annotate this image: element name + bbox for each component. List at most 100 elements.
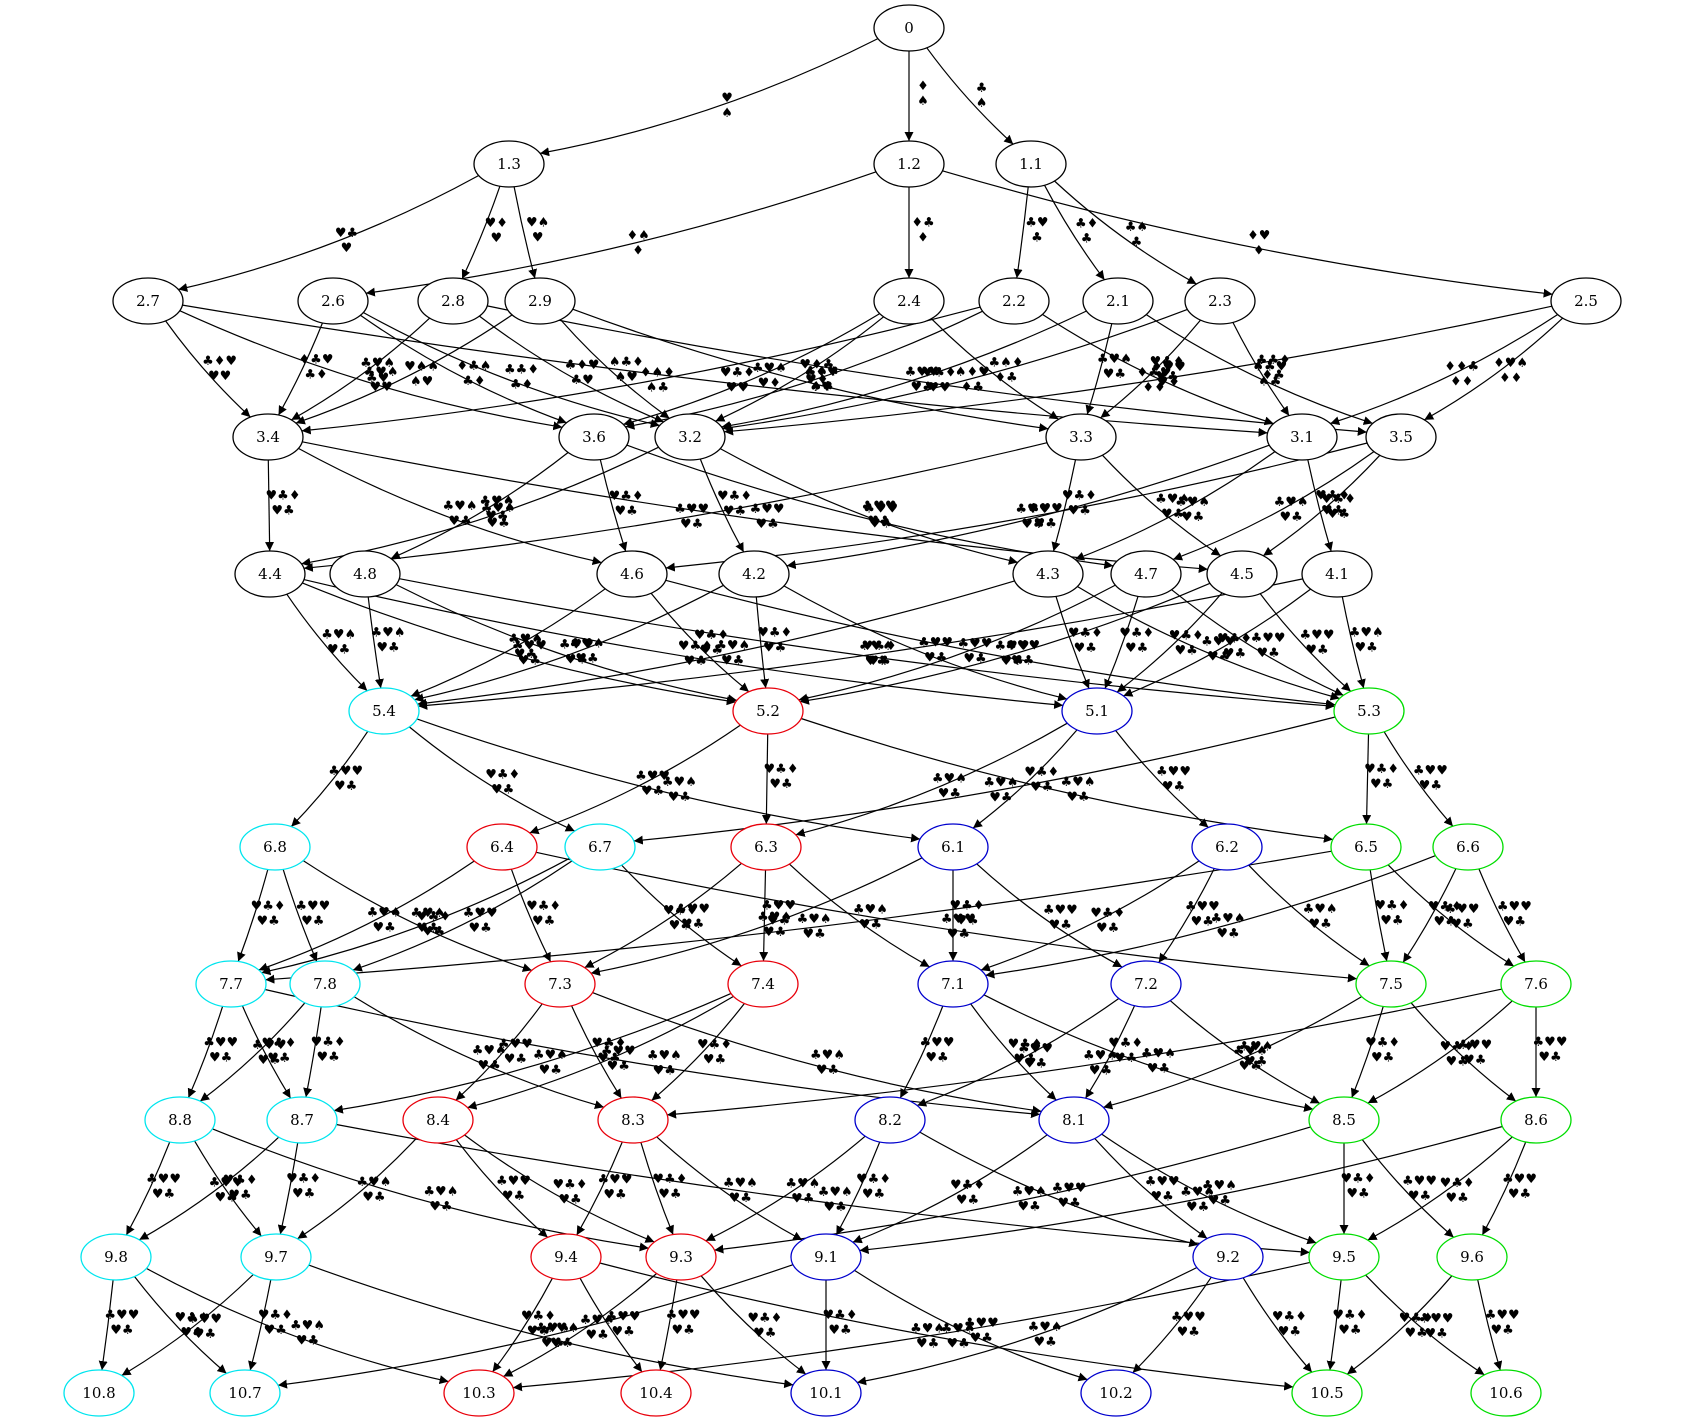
- node-8.8[interactable]: 8.8: [144, 1096, 216, 1144]
- node-3.6[interactable]: 3.6: [558, 413, 630, 461]
- node-6.5[interactable]: 6.5: [1330, 823, 1402, 871]
- edge-label-line: ♦: [917, 231, 929, 246]
- node-10.5[interactable]: 10.5: [1291, 1369, 1363, 1417]
- edge-label-line: ♣: [976, 81, 988, 96]
- node-7.1[interactable]: 7.1: [917, 960, 989, 1008]
- node-10.2[interactable]: 10.2: [1080, 1369, 1152, 1417]
- node-7.2[interactable]: 7.2: [1110, 960, 1182, 1008]
- edge-2.7-to-3.6: [179, 310, 563, 431]
- node-2.1[interactable]: 2.1: [1082, 277, 1154, 325]
- node-6.4[interactable]: 6.4: [466, 823, 538, 871]
- node-7.7[interactable]: 7.7: [195, 960, 267, 1008]
- node-4.3[interactable]: 4.3: [1012, 550, 1084, 598]
- node-3.4[interactable]: 3.4: [232, 413, 304, 461]
- node-0[interactable]: 0: [873, 4, 945, 52]
- node-4.2[interactable]: 4.2: [718, 550, 790, 598]
- node-1.3[interactable]: 1.3: [473, 140, 545, 188]
- node-2.2[interactable]: 2.2: [978, 277, 1050, 325]
- node-8.3[interactable]: 8.3: [597, 1096, 669, 1144]
- edge-label-line: ♥♣: [491, 782, 514, 797]
- node-9.3[interactable]: 9.3: [645, 1233, 717, 1281]
- node-3.5[interactable]: 3.5: [1365, 413, 1437, 461]
- node-2.5[interactable]: 2.5: [1550, 277, 1622, 325]
- node-4.5[interactable]: 4.5: [1206, 550, 1278, 598]
- node-3.1[interactable]: 3.1: [1266, 413, 1338, 461]
- edge-3.2-to-4.3: [719, 448, 1018, 565]
- node-5.2[interactable]: 5.2: [732, 687, 804, 735]
- node-10.6[interactable]: 10.6: [1470, 1369, 1542, 1417]
- node-5.3[interactable]: 5.3: [1333, 687, 1405, 735]
- node-7.3[interactable]: 7.3: [524, 960, 596, 1008]
- node-9.8[interactable]: 9.8: [80, 1233, 152, 1281]
- node-9.7[interactable]: 9.7: [240, 1233, 312, 1281]
- edge-2.6-to-3.6: [360, 314, 567, 424]
- node-1.1[interactable]: 1.1: [995, 140, 1067, 188]
- node-10.8[interactable]: 10.8: [63, 1369, 135, 1417]
- edge-label-line: ♥♣: [816, 1063, 839, 1078]
- edge-label-line: ♣♥♠: [1238, 1040, 1273, 1055]
- node-4.1[interactable]: 4.1: [1301, 550, 1373, 598]
- node-6.7[interactable]: 6.7: [564, 823, 636, 871]
- edge-label: ♣♥♠♥♣: [544, 1321, 579, 1351]
- node-6.8[interactable]: 6.8: [239, 823, 311, 871]
- edge-label-line: ♥♣: [1033, 1335, 1056, 1350]
- node-2.4[interactable]: 2.4: [873, 277, 945, 325]
- node-4.7[interactable]: 4.7: [1110, 550, 1182, 598]
- node-6.3[interactable]: 6.3: [730, 823, 802, 871]
- edge-label: ♥♣♦♥♣: [591, 1036, 626, 1066]
- edge-label: ♥♣♦♥♣: [526, 899, 561, 929]
- node-5.1[interactable]: 5.1: [1061, 687, 1133, 735]
- node-5.4[interactable]: 5.4: [348, 687, 420, 735]
- node-2.3[interactable]: 2.3: [1184, 277, 1256, 325]
- node-label: 8.7: [290, 1111, 314, 1129]
- edge-label: ♥♣♦♥♣: [553, 1178, 588, 1208]
- edge-9.3-to-10.3: [503, 1273, 657, 1378]
- node-8.7[interactable]: 8.7: [266, 1096, 338, 1144]
- node-8.4[interactable]: 8.4: [402, 1096, 474, 1144]
- edge-label: ♦♥♦: [1247, 229, 1270, 259]
- node-9.1[interactable]: 9.1: [790, 1233, 862, 1281]
- edge-label: ♣♥♠♥♣: [1202, 1179, 1237, 1209]
- node-4.4[interactable]: 4.4: [234, 550, 306, 598]
- node-8.6[interactable]: 8.6: [1500, 1096, 1572, 1144]
- edge-label-line: ♣♥♠: [481, 501, 516, 516]
- edge-4.6-to-5.3: [665, 579, 1336, 709]
- node-2.7[interactable]: 2.7: [112, 277, 184, 325]
- node-label: 4.8: [353, 565, 377, 583]
- node-8.1[interactable]: 8.1: [1038, 1096, 1110, 1144]
- node-label: 6.3: [754, 838, 778, 856]
- node-2.9[interactable]: 2.9: [504, 277, 576, 325]
- node-4.6[interactable]: 4.6: [596, 550, 668, 598]
- edge-label-line: ♣: [1031, 231, 1043, 246]
- node-9.4[interactable]: 9.4: [530, 1233, 602, 1281]
- node-9.5[interactable]: 9.5: [1308, 1233, 1380, 1281]
- node-2.6[interactable]: 2.6: [297, 277, 369, 325]
- edge-label-line: ♥♣♦: [1321, 492, 1356, 507]
- node-1.2[interactable]: 1.2: [873, 140, 945, 188]
- node-3.2[interactable]: 3.2: [654, 413, 726, 461]
- node-10.1[interactable]: 10.1: [790, 1369, 862, 1417]
- node-8.2[interactable]: 8.2: [854, 1096, 926, 1144]
- node-3.3[interactable]: 3.3: [1045, 413, 1117, 461]
- node-8.5[interactable]: 8.5: [1308, 1096, 1380, 1144]
- node-10.7[interactable]: 10.7: [209, 1369, 281, 1417]
- edge-label-line: ♥♣♦: [694, 628, 729, 643]
- node-6.2[interactable]: 6.2: [1191, 823, 1263, 871]
- node-9.2[interactable]: 9.2: [1192, 1233, 1264, 1281]
- node-7.6[interactable]: 7.6: [1500, 960, 1572, 1008]
- node-2.8[interactable]: 2.8: [417, 277, 489, 325]
- edge-label: ♣♥♠♥♣: [1303, 902, 1338, 932]
- node-7.4[interactable]: 7.4: [727, 960, 799, 1008]
- node-10.3[interactable]: 10.3: [443, 1369, 515, 1417]
- node-10.4[interactable]: 10.4: [620, 1369, 692, 1417]
- node-7.8[interactable]: 7.8: [289, 960, 361, 1008]
- node-4.8[interactable]: 4.8: [329, 550, 401, 598]
- edge-label-line: ♥♣: [1450, 917, 1473, 932]
- edge-3.6-to-4.6: [599, 459, 628, 552]
- node-9.6[interactable]: 9.6: [1436, 1233, 1508, 1281]
- node-6.1[interactable]: 6.1: [917, 823, 989, 871]
- node-6.6[interactable]: 6.6: [1432, 823, 1504, 871]
- edge-label-line: ♥♣: [256, 914, 279, 929]
- node-7.5[interactable]: 7.5: [1355, 960, 1427, 1008]
- edge-3.3-to-4.5: [1101, 454, 1221, 557]
